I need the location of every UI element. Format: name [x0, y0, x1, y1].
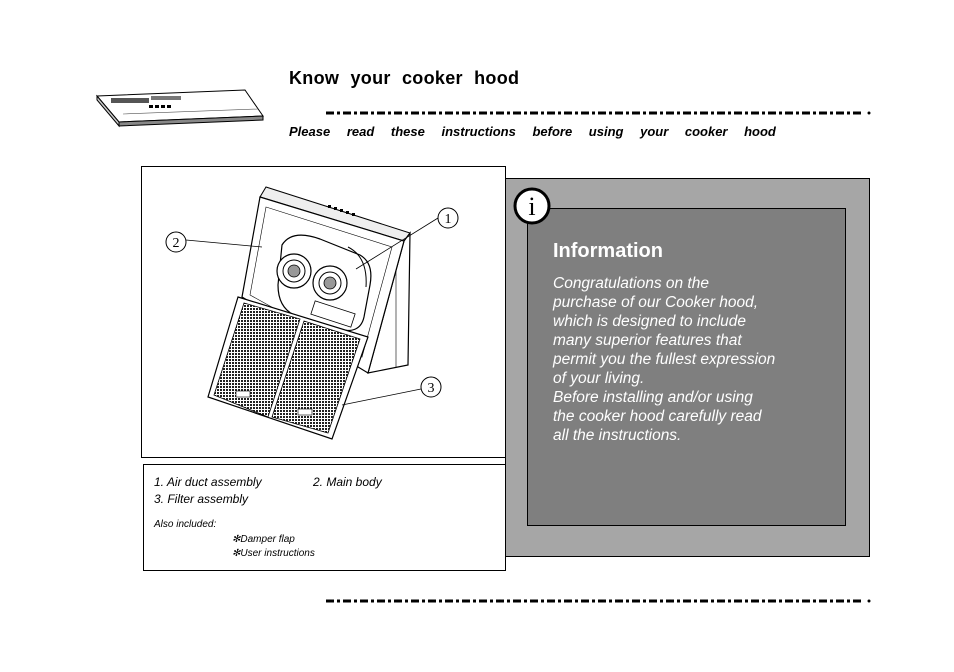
also-included-item: ✻User instructions	[232, 548, 315, 559]
information-panel-inner	[527, 208, 846, 526]
also-included-item: ✻Damper flap	[232, 534, 295, 545]
info-line: Before installing and/or using	[553, 389, 753, 406]
info-line: permit you the fullest expression	[553, 351, 776, 368]
information-heading: Information	[553, 240, 663, 262]
also-included-label: Also included:	[154, 519, 217, 530]
page-subtitle: Please read these instructions before us…	[289, 124, 776, 139]
cooker-hood-diagram: 1 2 3	[141, 166, 506, 458]
info-line: many superior features that	[553, 332, 742, 349]
legend-item-main-body: 2. Main body	[313, 475, 382, 489]
dashed-divider-top	[326, 111, 871, 115]
legend-item-air-duct: 1. Air duct assembly	[154, 475, 262, 489]
callout-3: 3	[428, 381, 435, 396]
cooker-hood-illustration: 1 2 3	[165, 186, 459, 440]
asterisk-bullet-icon: ✻	[232, 534, 241, 545]
information-icon: i	[513, 187, 551, 225]
callout-1: 1	[445, 212, 452, 227]
info-line: purchase of our Cooker hood,	[553, 294, 759, 311]
info-line: of your living.	[553, 370, 645, 387]
page-title: Know your cooker hood	[289, 68, 520, 88]
cooker-hood-thumbnail-icon	[95, 89, 264, 128]
callout-2: 2	[173, 236, 180, 251]
svg-text:i: i	[528, 192, 535, 221]
information-text: Congratulations on the purchase of our C…	[553, 274, 833, 445]
info-line: which is designed to include	[553, 313, 747, 330]
asterisk-bullet-icon: ✻	[232, 548, 241, 559]
info-line: Congratulations on the	[553, 275, 709, 292]
dashed-divider-bottom	[326, 599, 871, 603]
parts-legend: 1. Air duct assembly 2. Main body 3. Fil…	[143, 464, 506, 571]
legend-item-filter: 3. Filter assembly	[154, 492, 249, 506]
info-line: all the instructions.	[553, 427, 682, 444]
info-line: the cooker hood carefully read	[553, 408, 762, 425]
